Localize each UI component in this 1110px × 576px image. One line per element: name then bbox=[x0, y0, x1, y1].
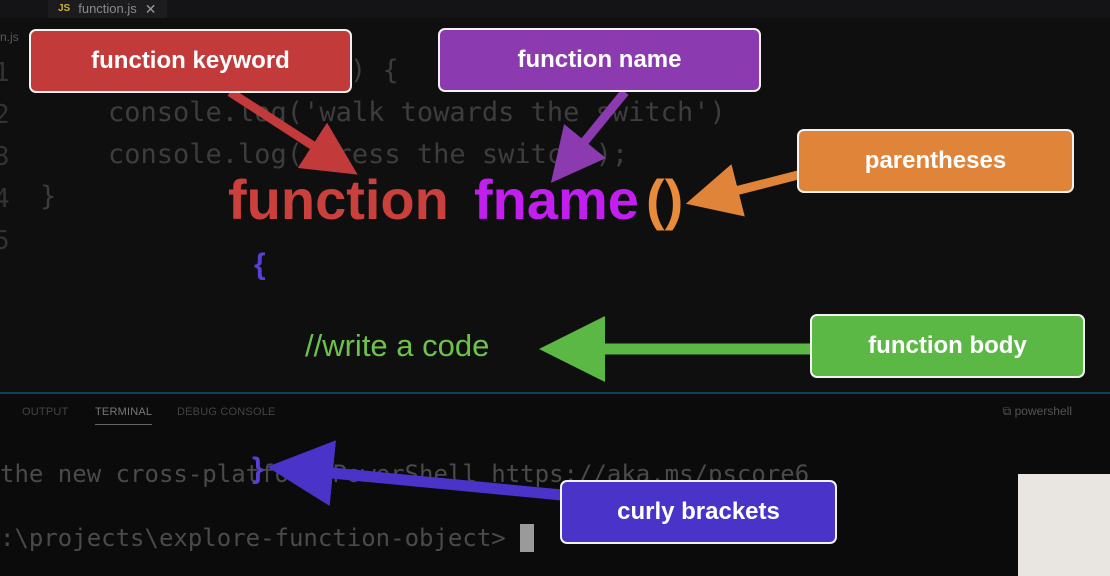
file-tab-label: function.js bbox=[78, 1, 137, 16]
parentheses-arrow bbox=[685, 164, 800, 217]
label-parentheses: parentheses bbox=[797, 129, 1074, 193]
label-function-body: function body bbox=[810, 314, 1085, 378]
comment-text: //write a code bbox=[305, 328, 490, 363]
tab-debug-console[interactable]: DEBUG CONSOLE bbox=[177, 406, 276, 418]
terminal-prompt[interactable]: :\projects\explore-function-object> bbox=[0, 524, 506, 552]
line-number: 3 bbox=[0, 142, 10, 172]
close-icon[interactable]: ✕ bbox=[144, 1, 157, 17]
line-number: 5 bbox=[0, 226, 10, 256]
function-keyword-text: function bbox=[228, 168, 449, 231]
editor-tab-bar: JS function.js ✕ bbox=[0, 0, 1110, 18]
terminal-shell-selector[interactable]: ⧉ powershell bbox=[1003, 404, 1072, 419]
tab-terminal[interactable]: TERMINAL bbox=[95, 406, 153, 425]
code-line-4: } bbox=[40, 181, 57, 212]
code-line-1: ) { bbox=[350, 55, 399, 86]
js-file-icon: JS bbox=[58, 3, 71, 14]
label-curly-brackets: curly brackets bbox=[560, 480, 837, 544]
open-curly-bracket: { bbox=[254, 248, 266, 281]
parentheses-text: () bbox=[646, 168, 684, 231]
shell-name: powershell bbox=[1014, 404, 1072, 418]
terminal-cursor bbox=[520, 524, 534, 552]
line-number: 2 bbox=[0, 100, 10, 130]
line-number: 1 bbox=[0, 58, 10, 88]
name-arrow bbox=[550, 89, 629, 183]
file-tab[interactable]: JS function.js ✕ bbox=[48, 0, 167, 18]
panel-divider[interactable] bbox=[0, 392, 1110, 394]
breadcrumb: n.js bbox=[0, 30, 19, 44]
brackets-arrow bbox=[267, 440, 563, 506]
tab-output[interactable]: OUTPUT bbox=[22, 406, 69, 418]
line-number: 4 bbox=[0, 184, 10, 214]
keyword-arrow bbox=[227, 88, 358, 175]
webcam-overlay bbox=[1018, 474, 1110, 576]
label-function-keyword: function keyword bbox=[29, 29, 352, 93]
close-curly-bracket: } bbox=[252, 452, 264, 485]
label-function-name: function name bbox=[438, 28, 761, 92]
terminal-icon: ⧉ bbox=[1002, 404, 1015, 418]
